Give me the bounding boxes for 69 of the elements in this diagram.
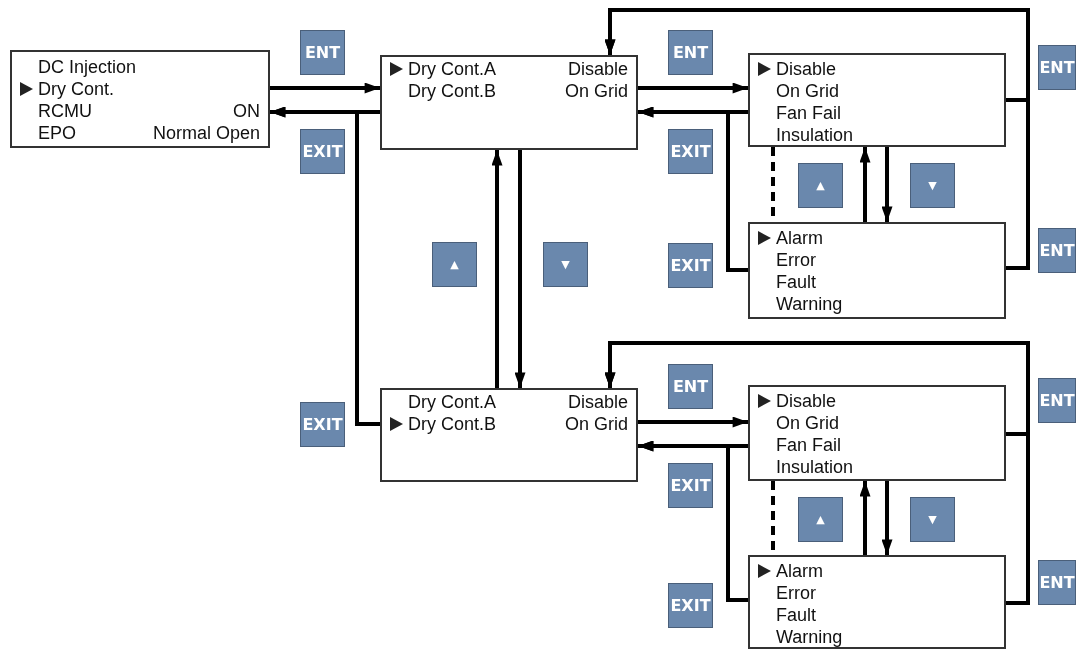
menu-item-text: Disable [776, 390, 837, 412]
setting-value: On Grid [564, 80, 628, 102]
menu-item-text: Fault [776, 604, 817, 626]
menu-screen [748, 53, 1006, 147]
menu-item-text: Dry Cont.A [408, 391, 497, 413]
menu-screen [748, 555, 1006, 649]
key-button: ENT [1038, 378, 1076, 423]
key-button: ENT [1038, 560, 1076, 605]
setting-value: ON [233, 100, 260, 122]
arrow [604, 341, 1030, 605]
menu-item-text: EPO [38, 122, 76, 144]
menu-item-text: Dry Cont.B [408, 80, 497, 102]
arrow [638, 440, 748, 602]
menu-item-text: Alarm [776, 560, 823, 582]
menu-item-text: Warning [776, 293, 843, 315]
arrow [881, 481, 893, 555]
menu-screen [10, 50, 270, 148]
arrow [859, 147, 871, 222]
menu-item-text: On Grid [776, 80, 840, 102]
arrow-key-button: ▲ [432, 242, 477, 287]
key-button: EXIT [668, 583, 713, 628]
arrow [638, 416, 748, 428]
arrow [604, 8, 1030, 270]
menu-item-text: Dry Cont.B [408, 413, 497, 435]
menu-item-text: Fan Fail [776, 434, 842, 456]
key-button: EXIT [668, 463, 713, 508]
key-button: ENT [1038, 228, 1076, 273]
menu-item-text: Error [776, 582, 816, 604]
setting-value: On Grid [564, 413, 628, 435]
arrow [881, 147, 893, 222]
arrow-key-button: ▼ [910, 163, 955, 208]
key-button: ENT [668, 30, 713, 75]
arrow [491, 150, 503, 388]
menu-item-text: Fault [776, 271, 817, 293]
arrow [638, 82, 748, 94]
arrow-key-button: ▲ [798, 497, 843, 542]
menu-item-text: RCMU [38, 100, 92, 122]
menu-item-text: Insulation [776, 456, 854, 478]
key-button: EXIT [300, 402, 345, 447]
arrow-key-button: ▼ [543, 242, 588, 287]
setting-value: Disable [567, 58, 628, 80]
menu-screen [748, 222, 1006, 319]
arrow-key-button: ▲ [798, 163, 843, 208]
key-button: ENT [668, 364, 713, 409]
menu-item-text: Fan Fail [776, 102, 842, 124]
menu-item-text: Insulation [776, 124, 854, 146]
menu-item-text: Alarm [776, 227, 823, 249]
key-button: ENT [300, 30, 345, 75]
menu-item-text: Warning [776, 626, 843, 648]
arrow [270, 82, 380, 94]
arrow [514, 150, 526, 388]
arrow [638, 106, 748, 272]
key-button: EXIT [668, 129, 713, 174]
menu-item-text: Dry Cont.A [408, 58, 497, 80]
menu-screen [380, 55, 638, 150]
menu-item-text: Dry Cont. [38, 78, 115, 100]
key-button: EXIT [668, 243, 713, 288]
arrow-key-button: ▼ [910, 497, 955, 542]
menu-item-text: Disable [776, 58, 837, 80]
setting-value: Disable [567, 391, 628, 413]
menu-item-text: DC Injection [38, 56, 137, 78]
menu-item-text: On Grid [776, 412, 840, 434]
menu-screen [748, 385, 1006, 481]
key-button: EXIT [300, 129, 345, 174]
arrow [859, 481, 871, 555]
key-button: ENT [1038, 45, 1076, 90]
setting-value: Normal Open [152, 122, 260, 144]
menu-item-text: Error [776, 249, 816, 271]
menu-screen [380, 388, 638, 482]
